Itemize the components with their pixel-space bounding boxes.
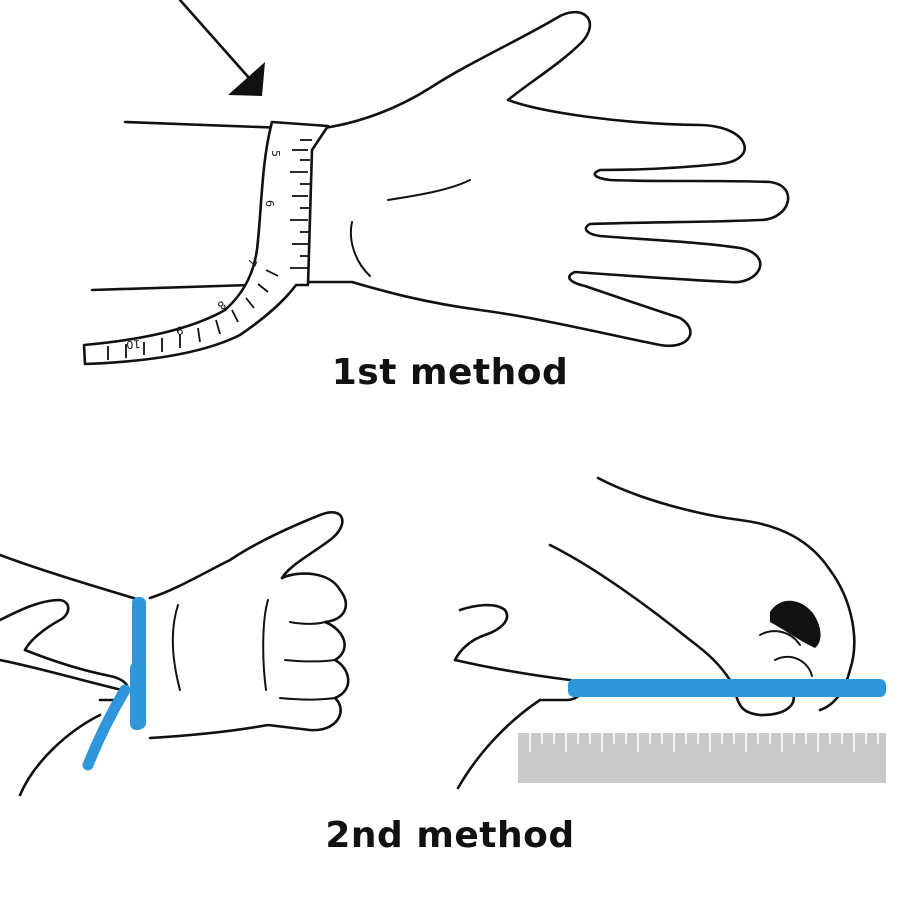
pointer-arrow-icon — [178, 0, 265, 96]
measuring-tape: 5 6 7 8 9 10 — [82, 120, 330, 366]
forearm-outline — [90, 120, 287, 292]
blue-string-right — [568, 679, 886, 697]
pinching-hand-outline — [453, 476, 856, 790]
tape-number-9: 9 — [174, 323, 184, 337]
second-method-caption: 2nd method — [325, 815, 575, 856]
blue-string-left — [82, 597, 146, 771]
tape-number-10: 10 — [126, 337, 141, 351]
first-method-caption: 1st method — [331, 352, 569, 393]
fist-outline — [0, 511, 350, 797]
tape-number-5: 5 — [269, 150, 282, 157]
tape-number-7: 7 — [245, 257, 260, 268]
open-hand-outline — [303, 10, 790, 348]
tape-number-8: 8 — [215, 298, 229, 312]
ruler — [518, 733, 886, 783]
tape-number-6: 6 — [263, 200, 276, 207]
